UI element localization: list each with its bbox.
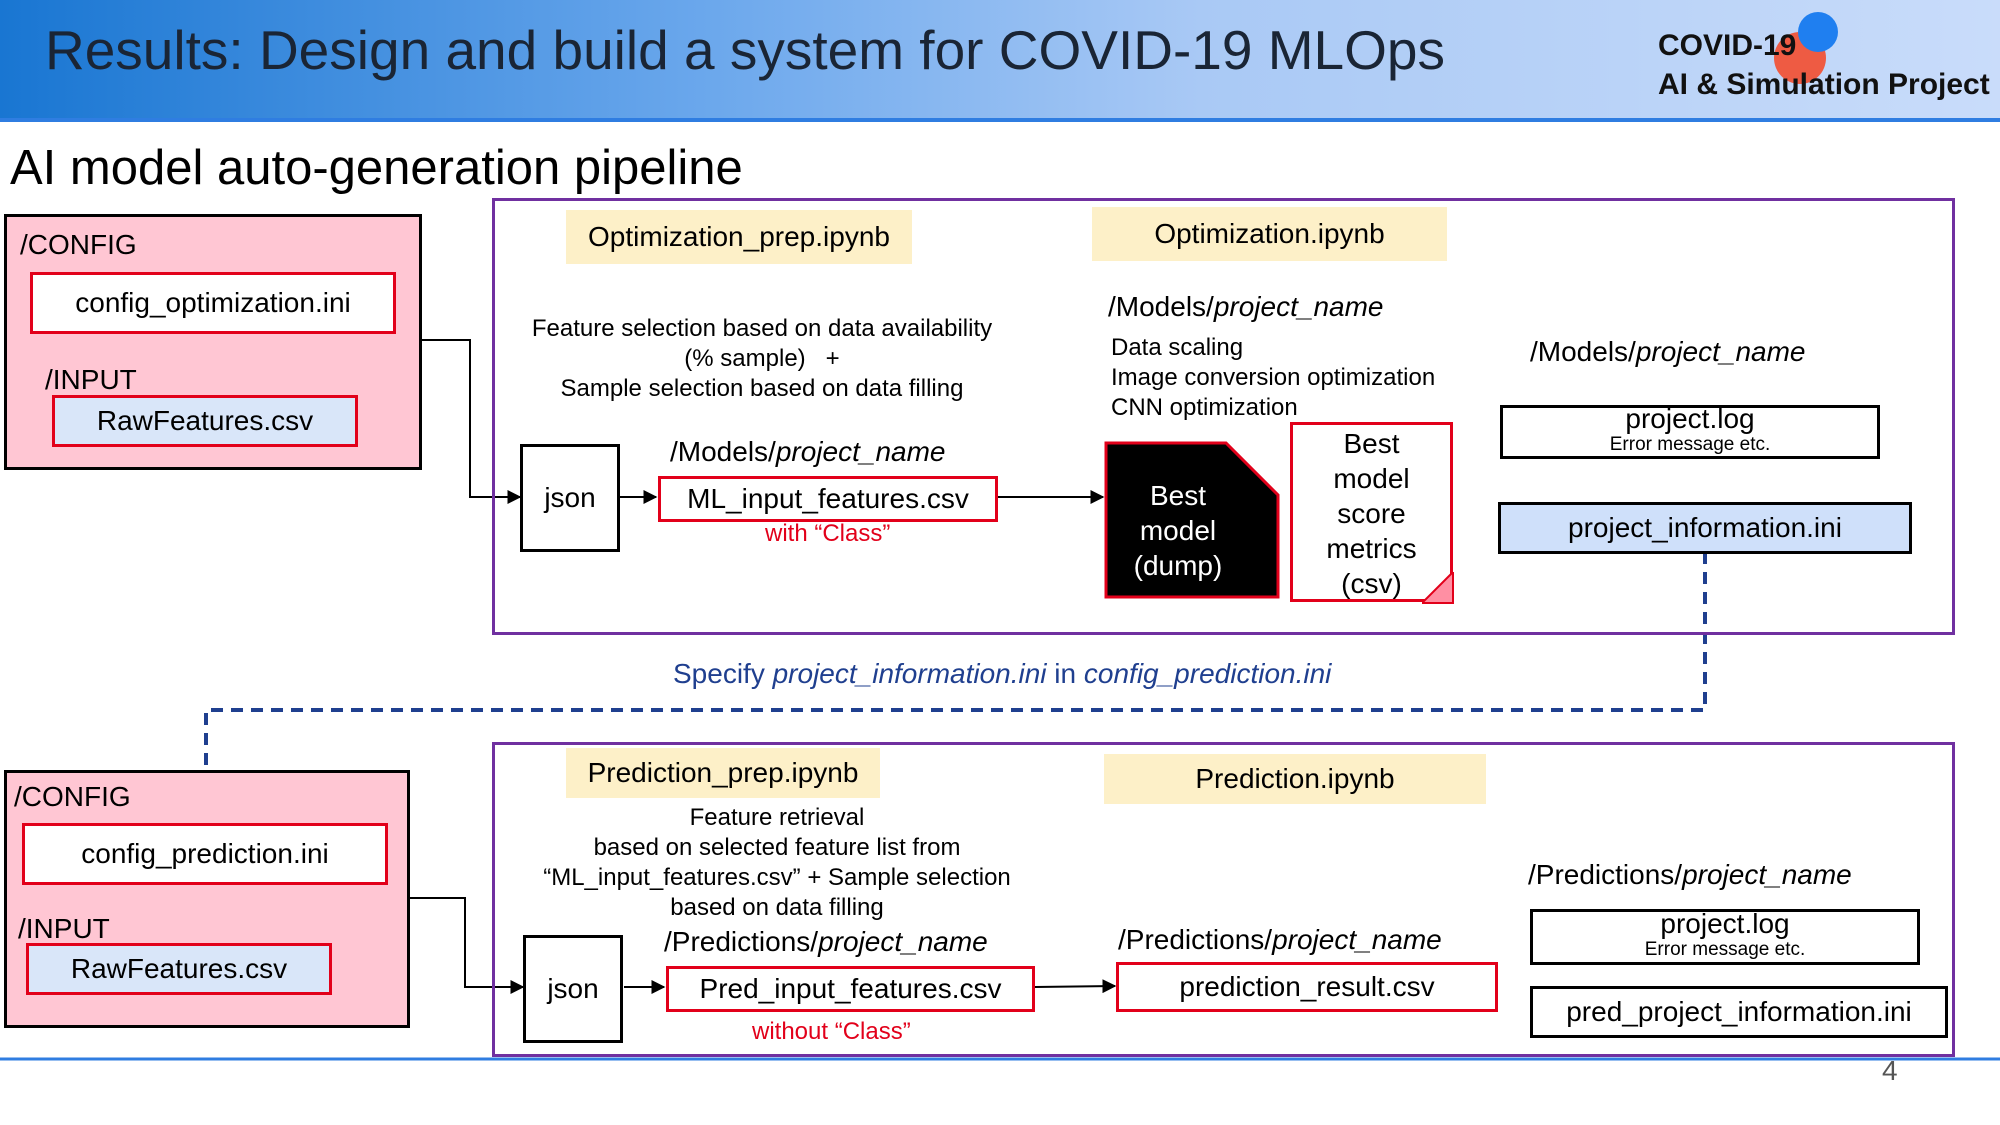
logo-line-2: AI & Simulation Project (1658, 68, 1990, 101)
dir-prefix: /Predictions/ (1528, 859, 1683, 890)
config-dir-label: /CONFIG (20, 229, 137, 260)
project-name: project_name (1213, 291, 1384, 322)
with-class-note: with “Class” (765, 520, 891, 547)
project-log-name: project.log (1625, 403, 1755, 434)
project-log-note: Error message etc. (1609, 434, 1771, 455)
note-part: Specify (673, 658, 773, 689)
best-model-metrics-file[interactable] (1290, 422, 1453, 602)
ml-input-features-file[interactable]: ML_input_features.csv (658, 476, 998, 522)
optimization-pipeline-section (492, 198, 1955, 635)
raw-features-file[interactable]: RawFeatures.csv (52, 395, 358, 447)
predictions-project-dir-label: /Predictions/project_name (664, 926, 988, 958)
note-part: config_prediction.ini (1083, 658, 1332, 689)
dir-prefix: /Predictions/ (664, 926, 819, 957)
pred-project-information-file[interactable]: pred_project_information.ini (1530, 986, 1948, 1038)
prediction-result-file[interactable]: prediction_result.csv (1116, 962, 1498, 1012)
models-project-dir-label-3: /Models/project_name (1530, 336, 1805, 368)
prediction-prep-description: Feature retrieval based on selected feat… (512, 803, 1042, 923)
config-optimization-file[interactable]: config_optimization.ini (30, 272, 396, 334)
metrics-line: metrics (1326, 533, 1417, 564)
prep-desc-line: Feature selection based on data availabi… (531, 315, 993, 342)
pred-prep-desc-line: based on data filling (670, 894, 884, 921)
optimization-notebook[interactable]: Optimization.ipynb (1092, 207, 1447, 261)
project-name: project_name (1272, 924, 1442, 955)
header-rule (0, 118, 2000, 122)
best-model-metrics-label: Best model score metrics (csv) (1290, 426, 1453, 601)
predictions-project-dir-label-2: /Predictions/project_name (1118, 924, 1442, 956)
page-number: 4 (1882, 1055, 1898, 1086)
project-log-note: Error message etc. (1644, 939, 1806, 960)
prediction-prep-notebook[interactable]: Prediction_prep.ipynb (566, 748, 880, 798)
predictions-project-dir-label-3: /Predictions/project_name (1528, 859, 1852, 891)
json-file[interactable]: json (520, 444, 620, 552)
json-file-bottom[interactable]: json (523, 935, 623, 1043)
slide-title: Results: Design and build a system for C… (45, 19, 1446, 81)
dir-prefix: /Models/ (1108, 291, 1214, 322)
opt-desc-line: Image conversion optimization (1111, 364, 1436, 391)
project-information-file[interactable]: project_information.ini (1498, 502, 1912, 554)
raw-features-file-bottom[interactable]: RawFeatures.csv (26, 943, 332, 995)
note-part: in (1046, 658, 1084, 689)
project-name: project_name (775, 436, 946, 467)
project-log-file[interactable]: project.log Error message etc. (1500, 405, 1880, 459)
metrics-line: Best (1343, 428, 1400, 459)
specify-config-note: Specify project_information.ini in confi… (673, 658, 1331, 690)
project-logo-text: COVID-19 AI & Simulation Project (1658, 26, 1990, 104)
dir-prefix: /Predictions/ (1118, 924, 1273, 955)
project-info-to-config-dashed-arrow (192, 552, 1707, 825)
metrics-line: model (1333, 463, 1410, 494)
metrics-line: (csv) (1341, 568, 1402, 599)
config-prediction-file[interactable]: config_prediction.ini (22, 823, 388, 885)
models-project-dir-label-2: /Models/project_name (1108, 291, 1383, 323)
section-title: AI model auto-generation pipeline (10, 141, 743, 195)
prediction-pipeline-section (492, 742, 1955, 1057)
prediction-notebook[interactable]: Prediction.ipynb (1104, 754, 1486, 804)
project-log-file-bottom[interactable]: project.log Error message etc. (1530, 909, 1920, 965)
config-dir-label-bottom: /CONFIG (14, 781, 131, 812)
optimization-prep-description: Feature selection based on data availabi… (502, 314, 1022, 404)
best-model-dump-file[interactable]: Best model (dump) (1104, 478, 1252, 583)
best-model-dump-shape (1104, 441, 1280, 599)
input-dir-label-bottom: /INPUT (18, 913, 110, 944)
input-dir-label: /INPUT (45, 364, 137, 395)
optimization-description: Data scaling Image conversion optimizati… (1111, 333, 1435, 423)
metrics-line: score (1337, 498, 1406, 529)
best-model-line: Best (1149, 480, 1207, 511)
config-to-json-arrow (422, 339, 522, 504)
project-name: project_name (818, 926, 988, 957)
pred-input-features-file[interactable]: Pred_input_features.csv (666, 966, 1035, 1012)
project-name: project_name (1635, 336, 1806, 367)
optimization-prep-notebook[interactable]: Optimization_prep.ipynb (566, 210, 912, 264)
pred-prep-desc-line: “ML_input_features.csv” + Sample selecti… (543, 864, 1011, 891)
models-project-dir-label: /Models/project_name (670, 436, 945, 468)
best-model-line: (dump) (1133, 550, 1223, 581)
dir-prefix: /Models/ (670, 436, 776, 467)
opt-desc-line: Data scaling (1111, 334, 1244, 361)
pred-prep-desc-line: based on selected feature list from (593, 834, 961, 861)
dir-prefix: /Models/ (1530, 336, 1636, 367)
prep-desc-line: Sample selection based on data filling (560, 375, 964, 402)
header-banner (0, 0, 2000, 118)
opt-desc-line: CNN optimization (1111, 394, 1298, 421)
prep-desc-line: (% sample) + (684, 345, 840, 372)
note-part: project_information.ini (772, 658, 1047, 689)
page-fold-icon (1422, 572, 1454, 604)
best-model-line: model (1139, 515, 1217, 546)
without-class-note: without “Class” (752, 1018, 911, 1045)
pred-input-to-result-arrow (1034, 979, 1117, 994)
pred-prep-desc-line: Feature retrieval (689, 804, 865, 831)
logo-circles-icon (1774, 12, 1838, 84)
project-name: project_name (1682, 859, 1852, 890)
logo-line-1: COVID-19 (1658, 29, 1797, 62)
project-log-name: project.log (1660, 908, 1790, 939)
